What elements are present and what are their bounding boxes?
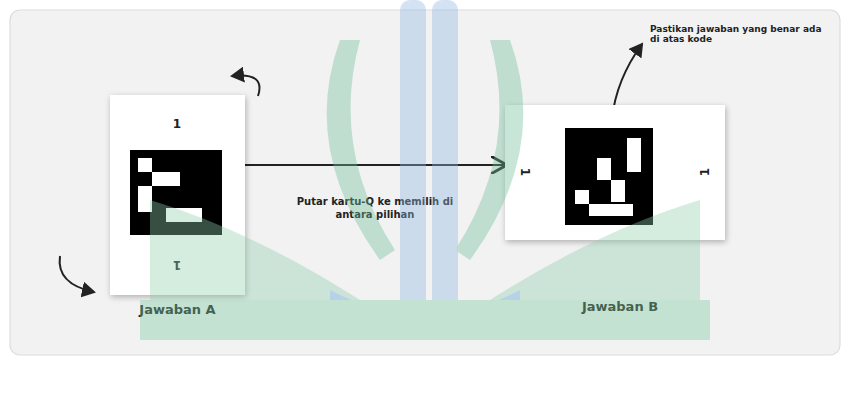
flow-arrow — [245, 164, 505, 166]
answer-caption: Jawaban A — [110, 302, 245, 317]
option-number: 1 — [698, 162, 712, 182]
q-card: 11 — [505, 105, 725, 240]
edge-label: Putar kartu-Q ke memilih di antara pilih… — [290, 195, 460, 221]
option-number: 1 — [518, 162, 532, 182]
option-number: 1 — [167, 117, 187, 131]
option-number: 1 — [167, 258, 187, 272]
callout-note: Pastikan jawaban yang benar ada di atas … — [650, 24, 830, 44]
answer-caption: Jawaban B — [555, 299, 685, 314]
q-card: 11 — [110, 95, 245, 295]
